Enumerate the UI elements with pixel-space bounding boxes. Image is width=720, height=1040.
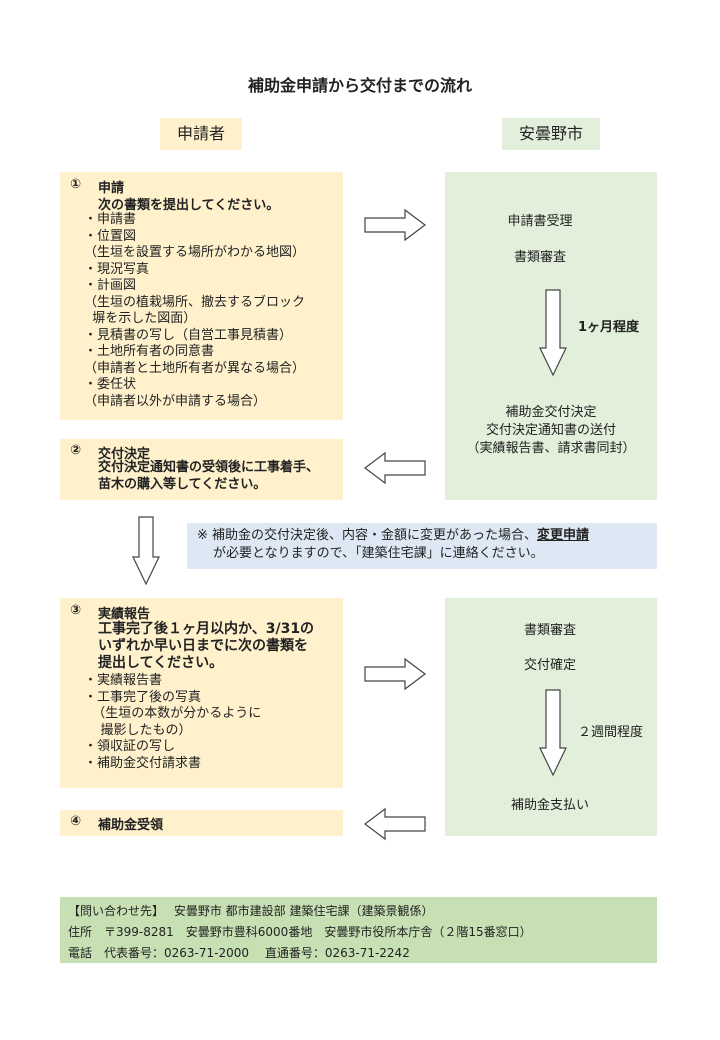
down-arrow-icon xyxy=(539,689,567,777)
document-item: （生垣の本数が分かるように xyxy=(84,706,262,721)
document-review: 書類審査 xyxy=(513,250,566,265)
step3-number: ③ xyxy=(70,603,82,618)
contact-phone: 電話 代表番号：0263-71-2000 直通番号：0263-71-2242 xyxy=(68,946,410,960)
page-title: 補助金申請から交付までの流れ xyxy=(247,76,472,95)
document-item: ・土地所有者の同意書 xyxy=(84,344,215,359)
step1-instruction: 次の書類を提出してください。 xyxy=(98,198,280,213)
duration-label: ２週間程度 xyxy=(578,725,644,740)
decision-line: （実績報告書、請求書同封） xyxy=(466,441,636,456)
document-item: ・計画図 xyxy=(84,278,137,293)
step1-heading: 申請 xyxy=(98,181,125,196)
step2-box: ② 交付決定 交付決定通知書の受領後に工事着手、 苗木の購入等してください。 xyxy=(60,439,343,500)
step1-document-list: ・申請書 ・位置図 （生垣を設置する場所がわかる地図） ・現況写真 ・計画図 （… xyxy=(84,212,305,410)
step3-instruction: 工事完了後１ヶ月以内か、3/31の いずれか早い日までに次の書類を 提出してくだ… xyxy=(98,621,314,672)
document-item: 撮影したもの） xyxy=(84,722,192,738)
step2-line: 苗木の購入等してください。 xyxy=(98,477,267,492)
duration-label: 1ヶ月程度 xyxy=(578,320,640,335)
application-receipt: 申請書受理 xyxy=(507,214,573,229)
document-item: ・見積書の写し（自営工事見積書） xyxy=(84,327,293,343)
note-line-2: が必要となりますので、「建築住宅課」に連絡ください。 xyxy=(213,546,544,561)
right-arrow-icon xyxy=(364,208,426,242)
document-item: ・位置図 xyxy=(84,228,137,244)
step1-number: ① xyxy=(70,177,82,192)
document-review: 書類審査 xyxy=(523,623,576,638)
decision-line: 交付決定通知書の送付 xyxy=(485,423,616,438)
left-arrow-icon xyxy=(364,807,426,841)
left-arrow-icon xyxy=(364,451,426,485)
document-item: ・領収証の写し xyxy=(84,739,176,754)
document-item: ・工事完了後の写真 xyxy=(84,689,202,705)
document-item: （生垣の植栽場所、撤去するブロック xyxy=(84,294,306,310)
document-item: ・現況写真 xyxy=(84,261,150,277)
document-item: ・実績報告書 xyxy=(84,673,163,688)
step4-box: ④ 補助金受領 xyxy=(60,810,343,836)
step2-heading: 交付決定 xyxy=(98,447,151,462)
grant-confirmation: 交付確定 xyxy=(523,658,576,673)
step3-heading: 実績報告 xyxy=(98,607,151,622)
applicant-header: 申請者 xyxy=(160,118,242,150)
down-arrow-icon xyxy=(539,289,567,377)
note-text: ※ 補助金の交付決定後、内容・金額に変更があった場合、 xyxy=(197,528,538,543)
contact-address: 住所 〒399-8281 安曇野市豊科6000番地 安曇野市役所本庁舎（２階15… xyxy=(68,925,532,939)
change-application-emphasis: 変更申請 xyxy=(537,528,590,543)
city-process-box-1: 申請書受理 書類審査 1ヶ月程度 補助金交付決定 交付決定通知書の送付 （実績報… xyxy=(445,172,657,500)
document-item: ・補助金交付請求書 xyxy=(84,755,202,771)
decision-line: 補助金交付決定 xyxy=(505,405,597,420)
step2-number: ② xyxy=(70,443,82,458)
step4-number: ④ xyxy=(70,814,82,829)
document-item: ・申請書 xyxy=(84,212,137,227)
instruction-line: 提出してください。 xyxy=(98,655,224,671)
instruction-line: 工事完了後１ヶ月以内か、3/31の xyxy=(98,621,315,637)
contact-box: 【問い合わせ先】 安曇野市 都市建設部 建築住宅課（建築景観係） 住所 〒399… xyxy=(60,897,657,963)
step3-box: ③ 実績報告 工事完了後１ヶ月以内か、3/31の いずれか早い日までに次の書類を… xyxy=(60,598,343,788)
document-item: （申請者以外が申請する場合） xyxy=(84,393,267,409)
step2-line: 交付決定通知書の受領後に工事着手、 xyxy=(98,460,320,475)
step3-document-list: ・実績報告書 ・工事完了後の写真 （生垣の本数が分かるように 撮影したもの） ・… xyxy=(84,673,261,772)
change-note: ※ 補助金の交付決定後、内容・金額に変更があった場合、変更申請 が必要となります… xyxy=(187,523,657,569)
document-item: 塀を示した図面） xyxy=(84,311,197,326)
instruction-line: いずれか早い日までに次の書類を xyxy=(98,638,308,654)
step1-box: ① 申請 次の書類を提出してください。 ・申請書 ・位置図 （生垣を設置する場所… xyxy=(60,172,343,420)
document-item: （申請者と土地所有者が異なる場合） xyxy=(84,360,306,376)
grant-payment: 補助金支払い xyxy=(510,798,589,813)
city-header: 安曇野市 xyxy=(502,118,600,150)
right-arrow-icon xyxy=(364,657,426,691)
contact-department: 【問い合わせ先】 安曇野市 都市建設部 建築住宅課（建築景観係） xyxy=(68,904,434,918)
step4-heading: 補助金受領 xyxy=(98,818,164,833)
note-line-1: ※ 補助金の交付決定後、内容・金額に変更があった場合、変更申請 xyxy=(197,528,589,545)
down-arrow-icon xyxy=(132,516,160,586)
grant-decision: 補助金交付決定 交付決定通知書の送付 （実績報告書、請求書同封） xyxy=(445,404,657,458)
document-item: ・委任状 xyxy=(84,377,137,392)
document-item: （生垣を設置する場所がわかる地図） xyxy=(84,245,306,260)
